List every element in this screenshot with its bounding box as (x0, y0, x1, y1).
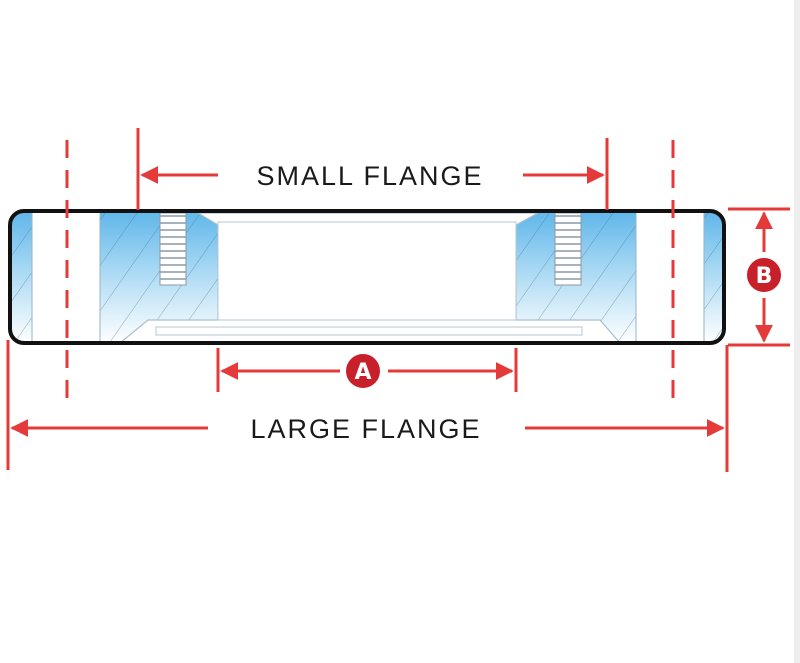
right-bolt-hole (636, 211, 704, 343)
page-edge (794, 0, 800, 663)
flange-body (8, 209, 726, 345)
bolt-centerlines (65, 140, 675, 400)
dimension-b-label: B (756, 264, 773, 289)
small-flange-label: SMALL FLANGE (256, 161, 483, 191)
large-flange-label: LARGE FLANGE (250, 414, 481, 444)
left-thread-insert (159, 212, 187, 286)
flange-outline (8, 209, 726, 345)
dimension-a-label: A (354, 360, 371, 385)
large-flange-dimension: LARGE FLANGE (6, 340, 729, 472)
dimension-b: B (728, 207, 790, 347)
dimension-a-badge (344, 352, 382, 390)
dimension-b-badge (745, 256, 783, 294)
dimension-a: A (216, 348, 518, 392)
small-flange-dimension: SMALL FLANGE (136, 128, 609, 210)
right-thread-insert (554, 212, 582, 286)
